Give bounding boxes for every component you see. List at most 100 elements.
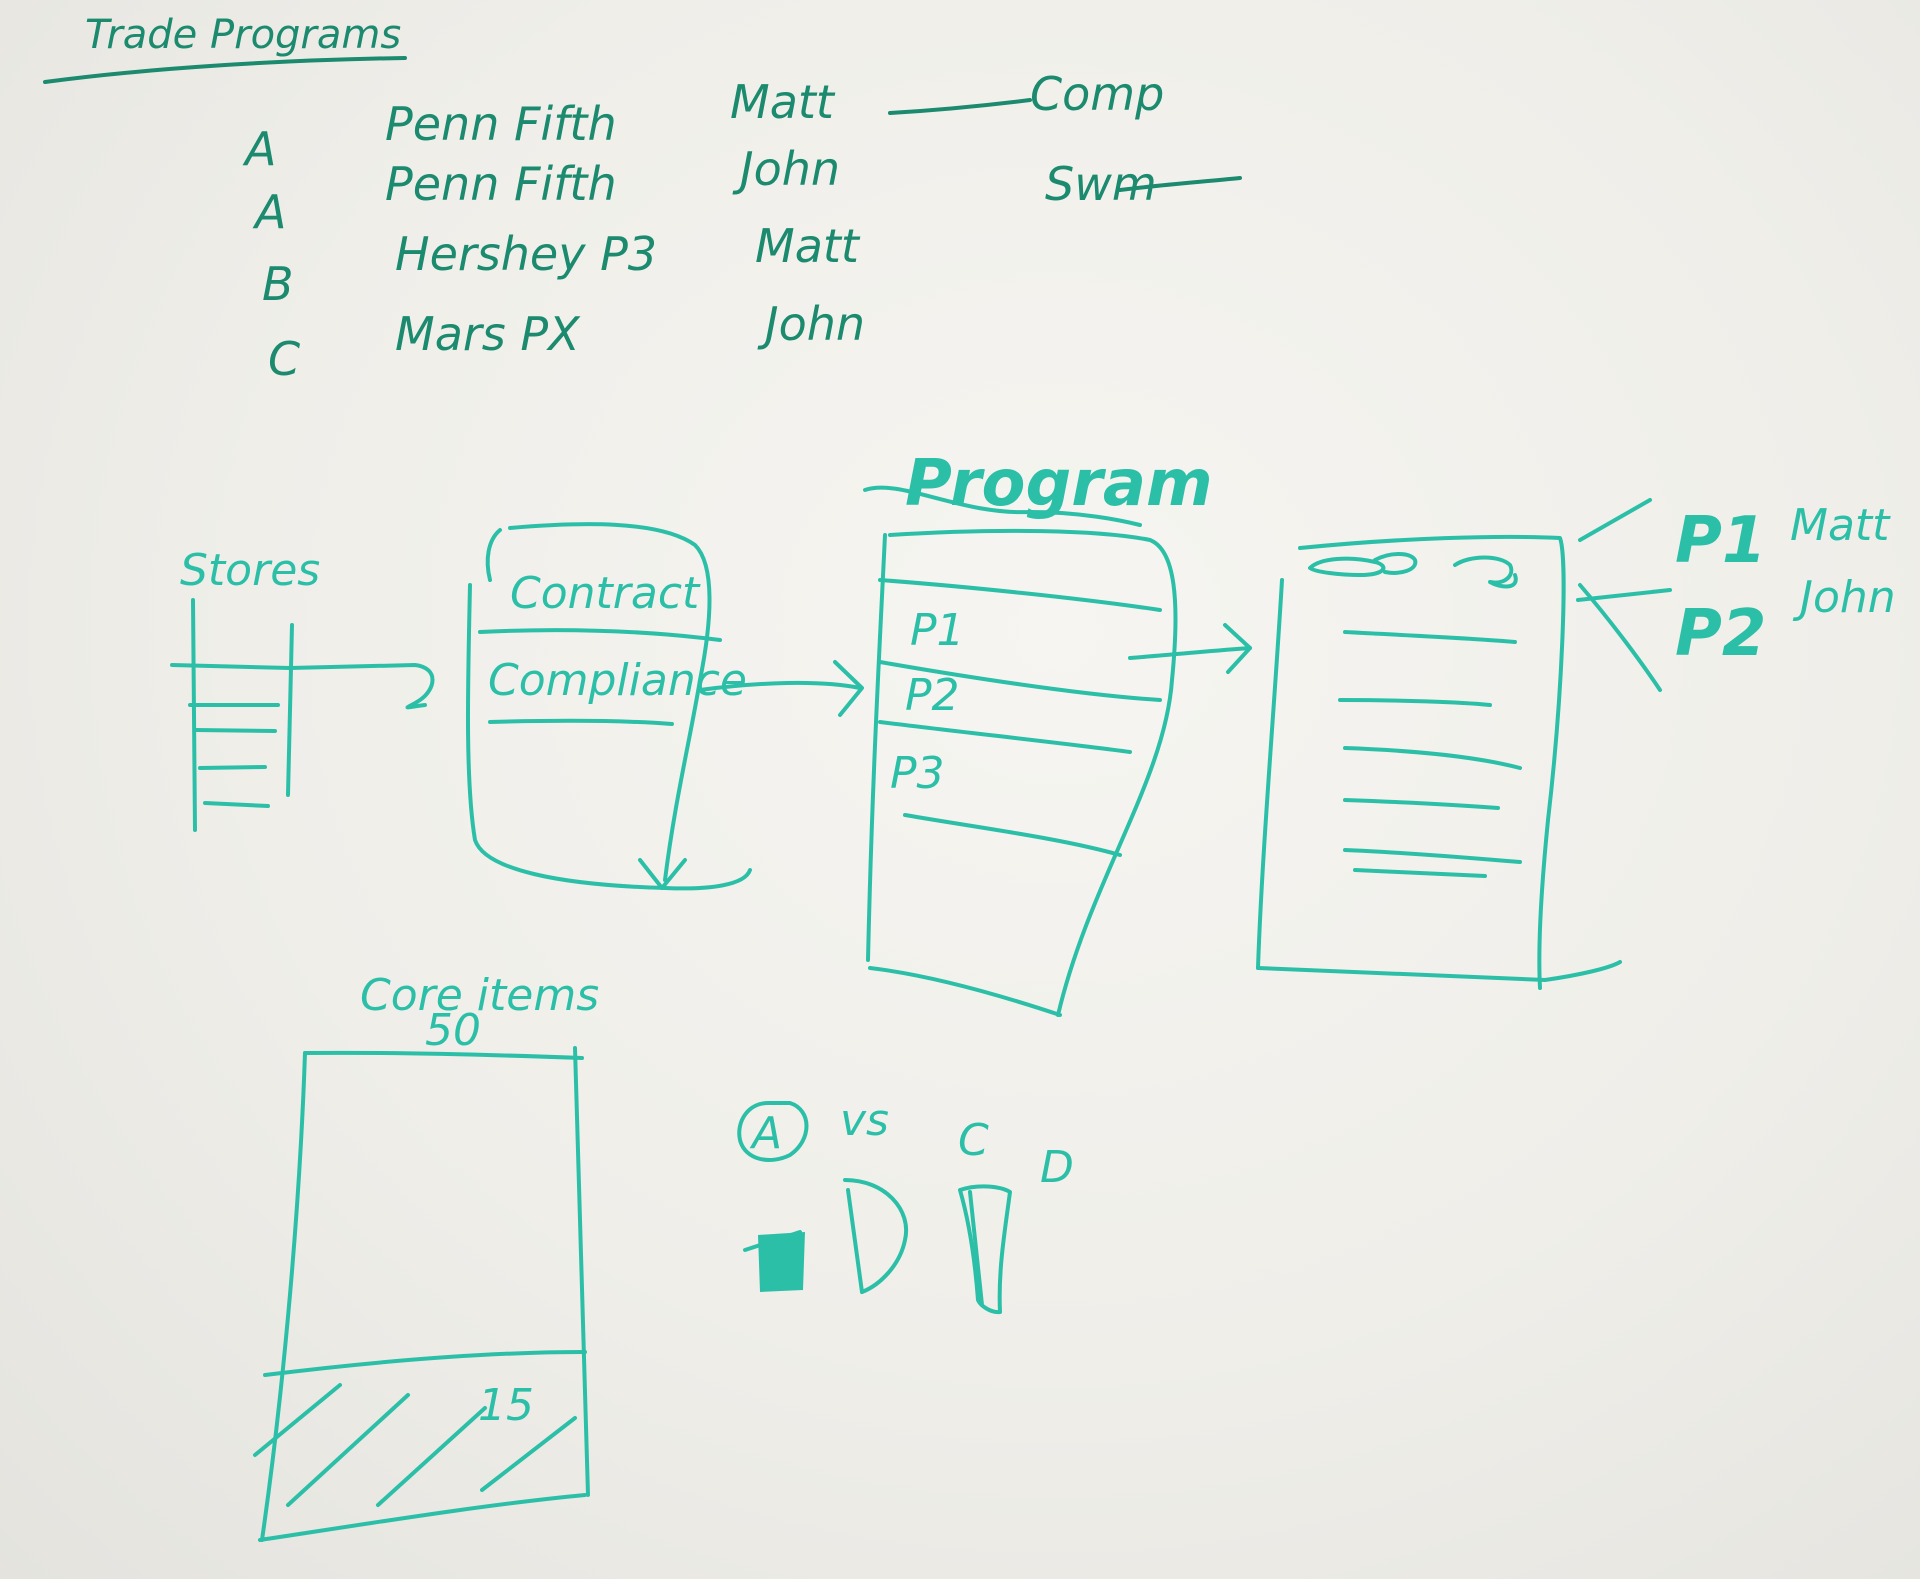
- form-left-edge: [1256, 578, 1284, 970]
- side-note-scribble: Swm: [1045, 157, 1157, 211]
- i-shape: [958, 1184, 1012, 1315]
- form-line: [1343, 798, 1500, 810]
- program-title-swoosh: [863, 485, 1142, 527]
- filled-square-stroke: [743, 1230, 802, 1252]
- form-line: [1343, 630, 1517, 644]
- hatch-line: [480, 1416, 577, 1492]
- stores-diagram: Stores: [170, 545, 435, 832]
- contract-arrow-head: [833, 660, 864, 717]
- bottom-notes: A vs C D: [737, 1095, 1074, 1315]
- stores-arrow: [288, 663, 435, 710]
- right-note-p1: P1: [1675, 504, 1766, 578]
- form-pointer-line: [1578, 498, 1652, 542]
- row-2-name: Penn Fifth: [385, 157, 617, 211]
- filled-square-mark: [758, 1232, 805, 1292]
- row-2-code: A: [252, 185, 286, 239]
- program-arrow-shaft: [1128, 646, 1252, 660]
- detail-form: P1 Matt P2 John: [1256, 498, 1896, 990]
- form-line: [1343, 848, 1522, 864]
- row-4-person: John: [757, 297, 865, 351]
- comp-dash: [888, 98, 1032, 115]
- row-4-name: Mars PX: [395, 307, 581, 361]
- form-line: [1343, 746, 1522, 770]
- stores-right-edge: [286, 623, 294, 797]
- program-table: A Penn Fifth Matt A Penn Fifth John B He…: [242, 75, 865, 386]
- scribble-tail: [1118, 176, 1242, 192]
- core-items-top: [303, 1050, 584, 1060]
- contract-right-edge: [508, 522, 712, 882]
- form-line: [1338, 698, 1492, 707]
- core-items-subset: 15: [478, 1380, 534, 1431]
- program-right-edge: [888, 528, 1178, 1017]
- right-note-p2: P2: [1675, 597, 1766, 671]
- form-badge: [1308, 556, 1386, 577]
- form-pointer-line: [1578, 583, 1662, 692]
- core-items-bottom: [258, 1493, 587, 1542]
- form-right-edge: [1298, 534, 1566, 990]
- row-3-code: B: [262, 257, 294, 311]
- program-title: Program: [905, 447, 1213, 521]
- program-row-line: [878, 720, 1132, 754]
- core-items-right: [573, 1046, 590, 1497]
- bottom-note-c: C: [958, 1115, 989, 1166]
- row-1-code: A: [242, 122, 276, 176]
- form-bottom: [1256, 960, 1622, 982]
- hatch-line: [286, 1393, 410, 1507]
- program-bottom: [868, 966, 1062, 1017]
- hatch-line: [376, 1406, 487, 1507]
- program-row-p3: P3: [890, 748, 945, 799]
- stores-row-line: [203, 801, 270, 808]
- contract-top-corner: [485, 528, 502, 582]
- stores-label: Stores: [180, 545, 320, 596]
- program-row-p1: P1: [910, 605, 965, 656]
- stores-row-line: [193, 728, 277, 733]
- program-row-p2: P2: [905, 670, 960, 721]
- contract-left-edge: [465, 583, 667, 890]
- contract-down-arrow: [638, 858, 687, 890]
- d-shape-stem: [846, 1188, 864, 1294]
- core-items-divider: [263, 1350, 587, 1377]
- header-title: Trade Programs: [85, 12, 401, 58]
- form-line: [1353, 868, 1487, 878]
- bottom-note-a: A: [749, 1108, 782, 1159]
- circle-mark: [737, 1100, 809, 1162]
- contract-bottom-tail: [663, 868, 752, 891]
- right-note-matt: Matt: [1790, 500, 1891, 551]
- program-left-edge: [866, 533, 887, 962]
- contract-bottom-label: Compliance: [488, 655, 747, 706]
- right-note-john: John: [1792, 572, 1896, 623]
- program-diagram: Program P1 P2 P3: [863, 447, 1252, 1017]
- stores-row-line: [198, 765, 267, 770]
- compliance-underline: [488, 718, 674, 726]
- bottom-note-vs: vs: [840, 1095, 889, 1146]
- form-badge: [1373, 552, 1418, 575]
- contract-top-label: Contract: [510, 568, 701, 619]
- d-shape-curve: [843, 1178, 909, 1294]
- program-row-line: [878, 578, 1162, 612]
- core-items-left: [260, 1051, 307, 1542]
- row-3-person: Matt: [755, 219, 861, 273]
- stores-left-edge: [191, 598, 197, 832]
- row-1-person: Matt: [730, 75, 836, 129]
- core-items-diagram: Core items 50 15: [253, 970, 599, 1542]
- row-4-code: C: [268, 332, 300, 386]
- row-3-name: Hershey P3: [395, 227, 657, 281]
- row-2-person: John: [732, 142, 840, 196]
- hatch-line: [253, 1383, 342, 1457]
- core-items-count: 50: [425, 1005, 481, 1056]
- row-1-name: Penn Fifth: [385, 97, 617, 151]
- title-underline: [43, 56, 407, 84]
- i-shape-inner: [968, 1190, 984, 1307]
- program-row-line: [878, 660, 1162, 702]
- side-note-comp: Comp: [1030, 67, 1164, 121]
- form-badge: [1453, 555, 1518, 589]
- bottom-note-d: D: [1040, 1142, 1074, 1193]
- contract-arrow-shaft: [698, 680, 862, 692]
- contract-divider: [478, 628, 722, 642]
- program-arrow-head: [1223, 623, 1252, 674]
- core-items-title: Core items: [360, 970, 599, 1021]
- stores-row-line: [170, 663, 292, 670]
- contract-diagram: Contract Compliance: [465, 522, 864, 891]
